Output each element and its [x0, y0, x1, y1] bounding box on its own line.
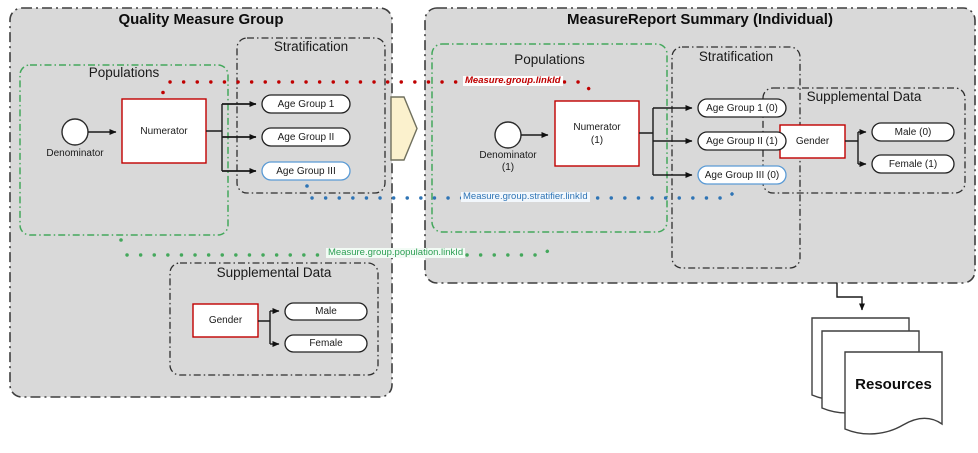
measure-group-linkid-label: Measure.group.linkId	[463, 75, 563, 87]
left-gender-label: Gender	[208, 315, 243, 326]
left-age-group-3-pill	[261, 161, 351, 181]
red-dot-start	[161, 90, 165, 95]
right-male-label: Male (0)	[894, 126, 932, 138]
right-numerator-text: Numerator	[573, 121, 621, 133]
resources-document-stack	[811, 317, 943, 435]
right-denominator-count: (1)	[501, 162, 515, 173]
blue-dot-start	[305, 184, 309, 188]
left-gender-branch	[258, 311, 271, 344]
green-dot-start	[119, 238, 123, 242]
right-gender-branch	[845, 132, 859, 164]
left-stratification-title: Stratification	[273, 39, 349, 54]
left-gender-box	[192, 303, 259, 338]
left-denominator-label: Denominator	[46, 148, 104, 159]
connector-lines	[88, 101, 867, 347]
right-female-label: Female (1)	[888, 158, 938, 170]
right-numerator-box	[554, 100, 640, 167]
resources-label: Resources	[855, 376, 932, 393]
left-male-label: Male	[315, 306, 337, 317]
green-dotted-trace	[119, 238, 559, 257]
panel-to-resources-arrow	[836, 283, 865, 311]
document-page-front	[844, 351, 943, 435]
left-stratification-box	[236, 37, 386, 194]
right-age-group-3-label: Age Group III (0)	[704, 169, 780, 181]
left-populations-box	[19, 64, 229, 236]
right-denominator-circle	[494, 121, 522, 149]
right-age-group-3-pill	[697, 165, 787, 185]
measure-group-stratifier-linkid-label: Measure.group.stratifier.linkId	[461, 191, 590, 203]
red-dotted-trace	[161, 80, 598, 99]
left-male-pill	[284, 302, 368, 321]
left-populations-title: Populations	[88, 65, 160, 80]
left-numerator-label: Numerator	[140, 125, 188, 137]
left-age-group-3-label: Age Group III	[276, 165, 336, 177]
right-stratification-title: Stratification	[698, 49, 774, 64]
right-numerator-label: Numerator (1)	[555, 101, 639, 166]
left-age-group-2-label: Age Group II	[277, 131, 335, 143]
left-female-label: Female	[309, 338, 343, 349]
right-age-group-1-pill	[697, 98, 787, 118]
left-supplemental-box	[169, 262, 379, 376]
right-panel-title: MeasureReport Summary (Individual)	[567, 11, 833, 28]
right-numerator-count: (1)	[590, 134, 604, 146]
right-gender-label: Gender	[795, 136, 830, 147]
left-age-group-1-pill	[261, 94, 351, 114]
left-panel-title: Quality Measure Group	[118, 11, 284, 28]
transform-arrow	[390, 96, 418, 161]
blue-dotted-trace	[305, 184, 739, 200]
right-female-pill	[871, 154, 955, 174]
right-denominator-label: Denominator	[479, 150, 537, 161]
right-age-group-2-pill	[697, 131, 787, 151]
right-age-group-1-label: Age Group 1 (0)	[706, 102, 778, 114]
right-age-group-2-label: Age Group II (1)	[706, 135, 778, 147]
left-supplemental-title: Supplemental Data	[216, 265, 332, 280]
left-numerator-box	[121, 98, 207, 164]
left-age-group-2-pill	[261, 127, 351, 147]
right-populations-box	[431, 43, 668, 233]
red-dotted-line	[168, 80, 598, 99]
right-supplemental-title: Supplemental Data	[806, 89, 922, 104]
right-populations-title: Populations	[514, 52, 585, 67]
left-female-pill	[284, 334, 368, 353]
measure-group-population-linkid-label: Measure.group.population.linkId	[326, 247, 466, 259]
left-age-group-1-label: Age Group 1	[277, 98, 335, 110]
right-male-pill	[871, 122, 955, 142]
left-denominator-circle	[61, 118, 89, 146]
